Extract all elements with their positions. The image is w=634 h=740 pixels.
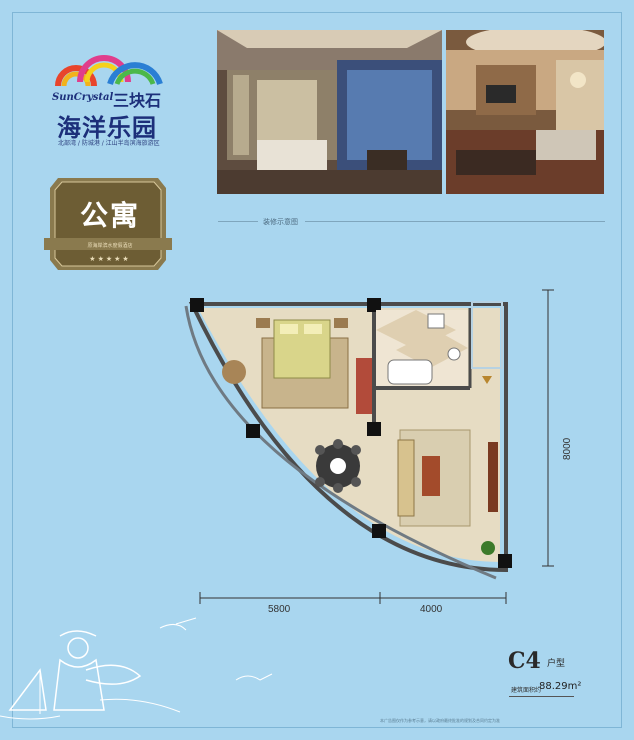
dimension-width-right: 4000 (420, 604, 443, 615)
column-5 (372, 524, 386, 538)
disclaimer-text: 本广告图仅作为参考示意，请以政府最终批准的规划及合同约定为准 (380, 718, 500, 723)
coffee-table (422, 456, 440, 496)
tv-cabinet (488, 442, 498, 512)
column-6 (498, 554, 512, 568)
caption-rule-left (218, 221, 258, 222)
pillow-right (304, 324, 322, 334)
interior-photo-bedroom (217, 30, 442, 194)
entry-door-frame (471, 301, 503, 369)
pillow-left (280, 324, 298, 334)
fisherman-sketch-illustration (0, 617, 273, 720)
entry-marker-icon (482, 376, 492, 384)
badge-subtitle: 原海岸滨水度假酒店 (87, 243, 133, 249)
bathtub (387, 359, 433, 385)
curved-window (184, 305, 497, 580)
page-frame (12, 12, 622, 728)
column-3 (367, 422, 381, 436)
photo-caption: 装修示意图 (263, 218, 298, 226)
area-label: 建筑面积约 (511, 687, 542, 694)
unit-type-code: C4 (508, 648, 541, 674)
brand-location: 北部湾 / 防城港 / 江山半岛滨海旅游区 (58, 140, 160, 147)
unit-type-suffix: 户型 (547, 659, 566, 669)
toilet (447, 347, 461, 361)
column-1 (190, 298, 204, 312)
badge-stars: ★★★★★ (89, 255, 131, 263)
apartment-badge (44, 178, 172, 270)
brand-chinese-small: 三块石 (113, 91, 162, 110)
column-2 (367, 298, 381, 312)
brand-chinese-large: 海洋乐园 (57, 114, 157, 142)
column-4 (246, 424, 260, 438)
badge-title: 公寓 (79, 199, 140, 232)
interior-photo-living-room (446, 30, 604, 194)
caption-rule-right (305, 221, 605, 222)
rainbow-logo-icon (55, 55, 163, 87)
bathroom-tiles (376, 310, 468, 368)
floor-plan (184, 289, 554, 604)
area-underline (509, 696, 574, 697)
brand-english-name: SunCrystal (52, 92, 114, 103)
sink (427, 313, 445, 329)
plant-icon (481, 541, 495, 555)
nightstand-left (256, 318, 270, 328)
nightstand-right (334, 318, 348, 328)
dimension-height: 8000 (562, 437, 573, 460)
sofa (397, 439, 415, 517)
area-value: 88.29m² (539, 681, 582, 692)
bedroom-round-table (222, 360, 246, 384)
bedroom-wardrobe (356, 358, 372, 414)
dimension-width-left: 5800 (268, 604, 291, 615)
